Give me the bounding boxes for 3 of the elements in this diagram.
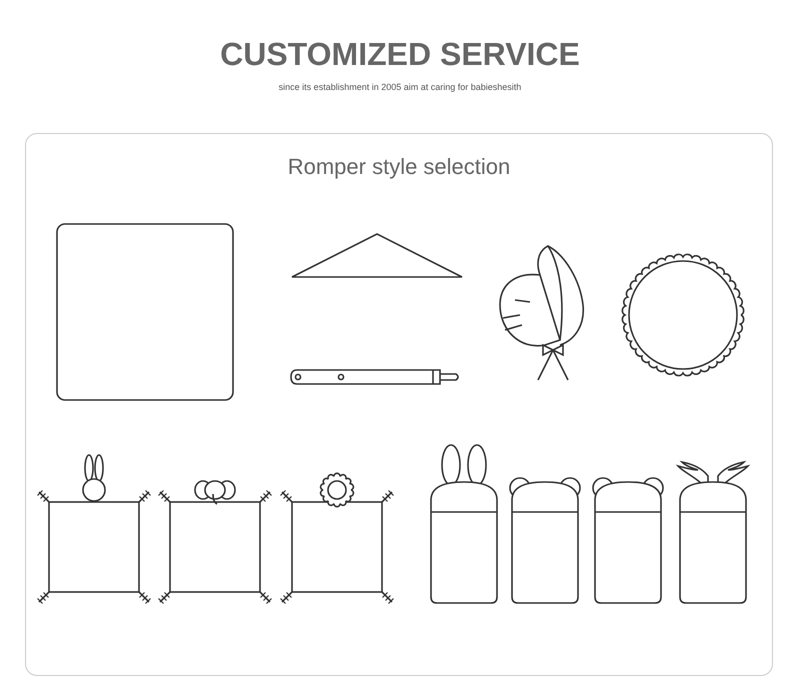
panel-heading: Romper style selection: [288, 153, 510, 181]
subtitle: since its establishment in 2005 aim at caring for babieshesith: [278, 81, 522, 94]
title: CUSTOMIZED SERVICE: [220, 36, 580, 72]
